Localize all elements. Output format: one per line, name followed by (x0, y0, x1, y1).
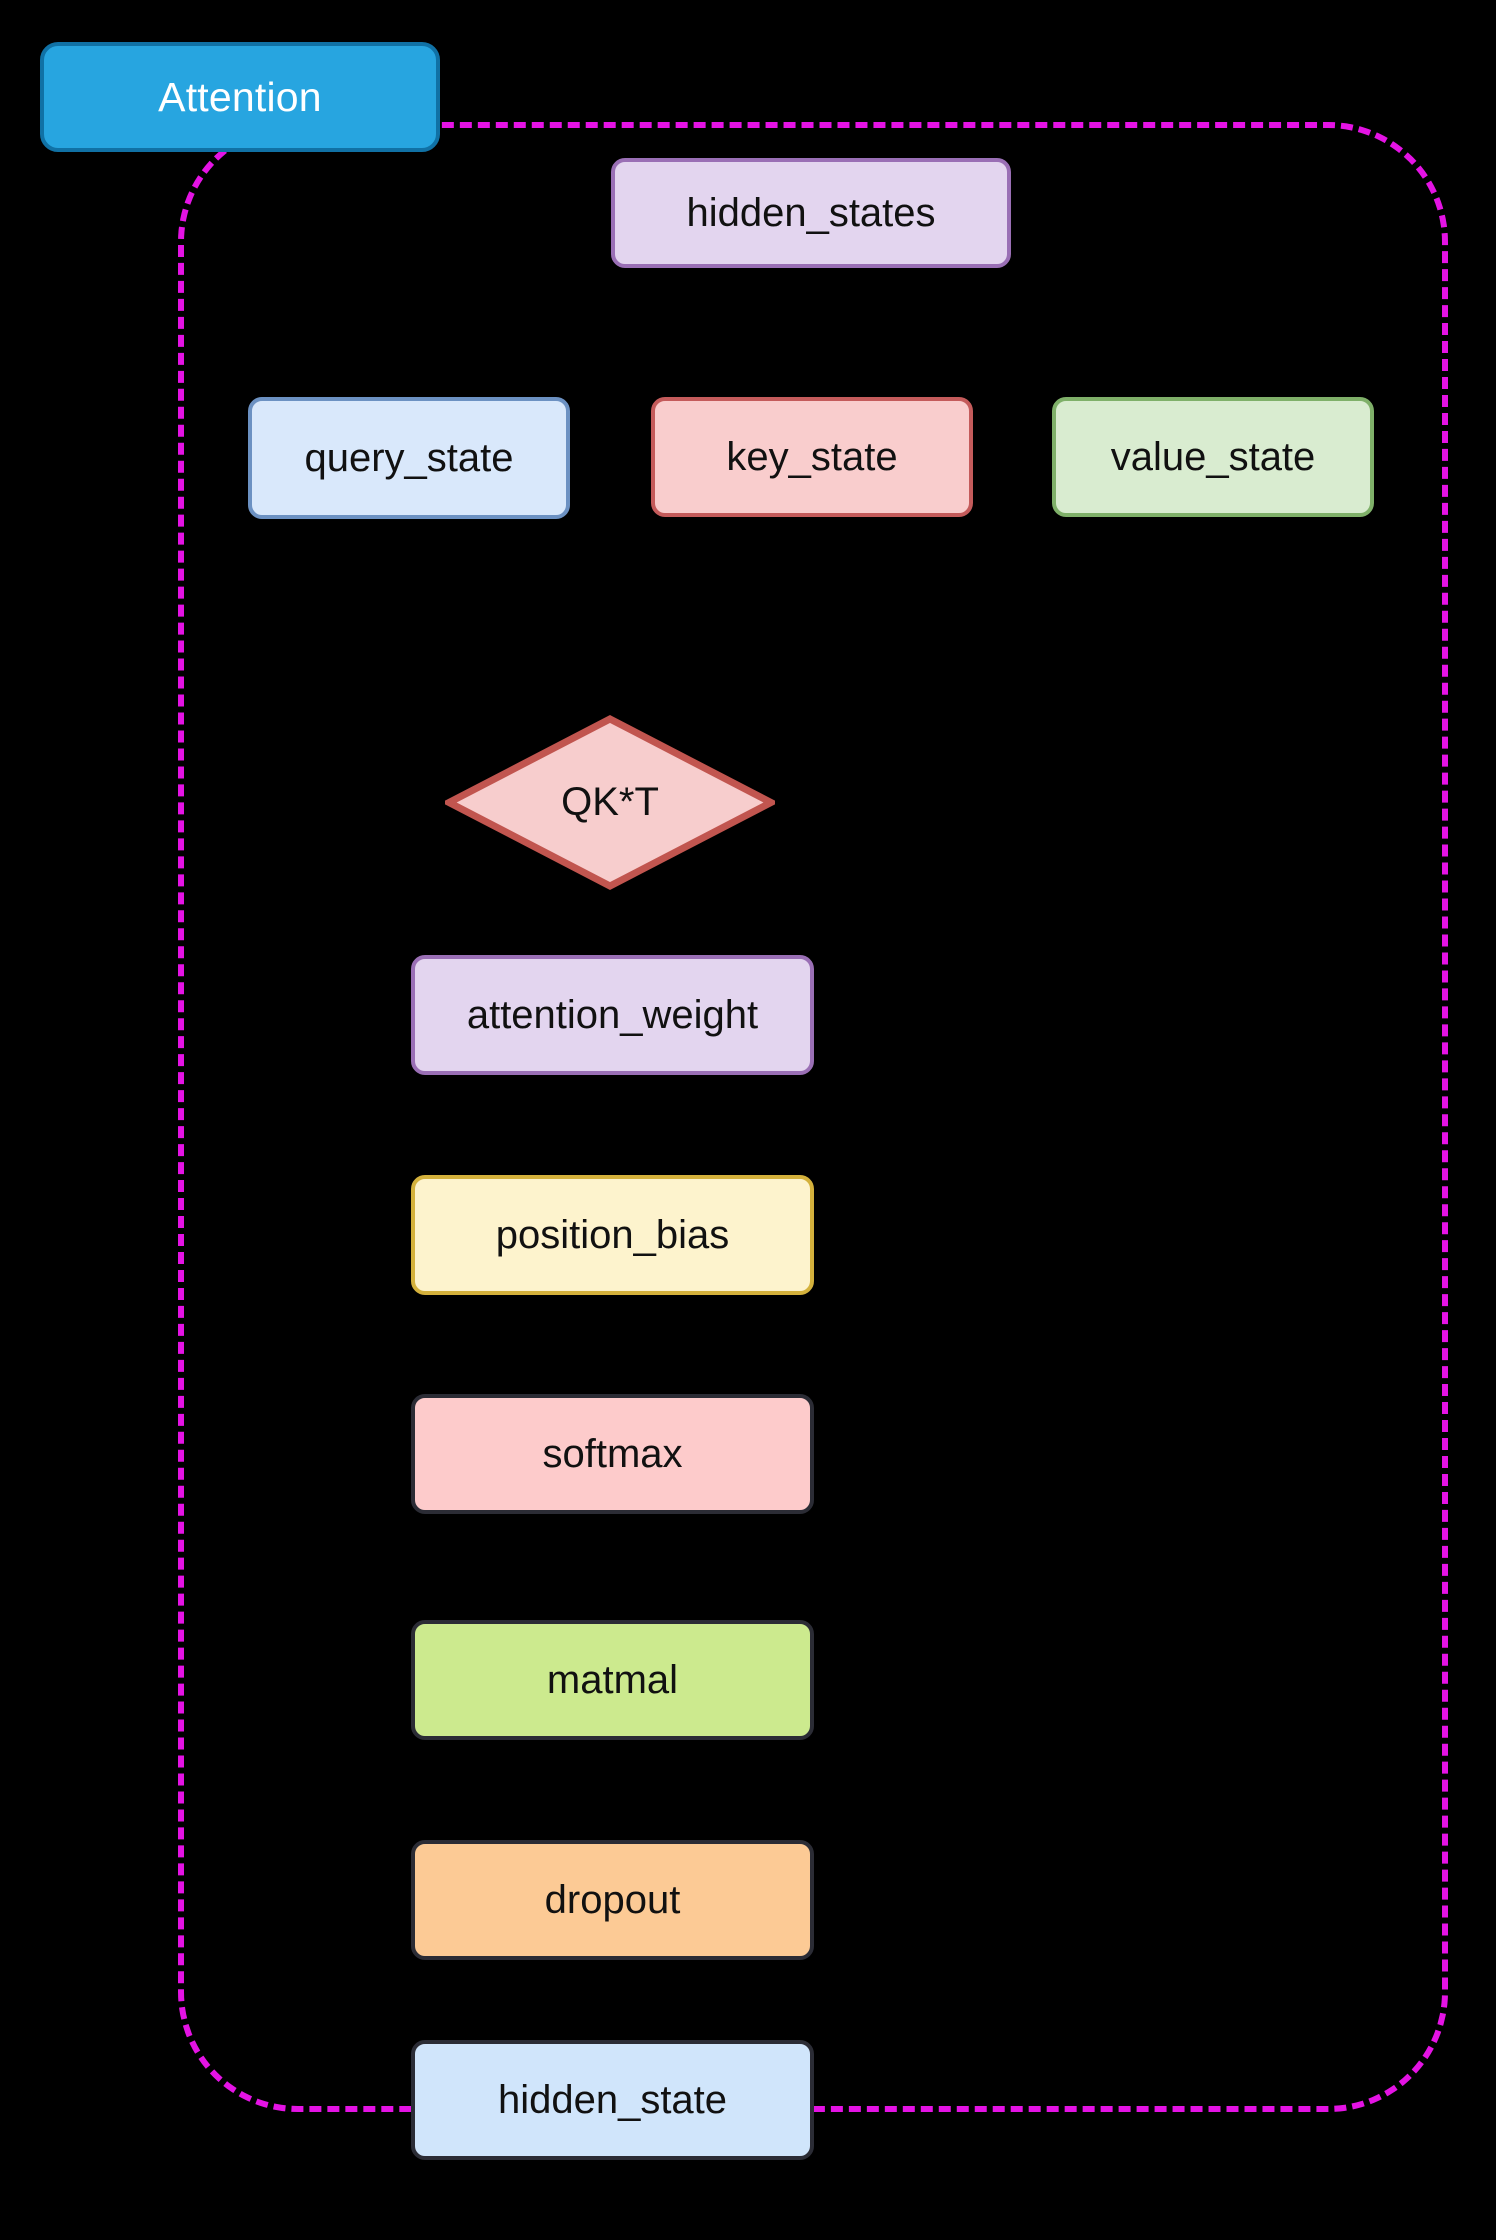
node-dropout-label: dropout (544, 1878, 681, 1922)
subgraph-title-attention[interactable]: Attention (40, 42, 440, 152)
node-dropout[interactable]: dropout (411, 1840, 814, 1960)
node-key-state-label: key_state (726, 435, 898, 479)
node-qkt-label: QK*T (561, 780, 659, 824)
node-query-state-label: query_state (304, 436, 514, 480)
diamond-shape-icon (445, 715, 775, 890)
node-softmax[interactable]: softmax (411, 1394, 814, 1514)
node-query-state[interactable]: query_state (248, 397, 570, 519)
node-matmal-label: matmal (546, 1658, 679, 1702)
node-key-state[interactable]: key_state (651, 397, 973, 517)
node-value-state[interactable]: value_state (1052, 397, 1374, 517)
node-softmax-label: softmax (542, 1432, 683, 1476)
subgraph-title-label: Attention (158, 73, 322, 120)
node-hidden-states[interactable]: hidden_states (611, 158, 1011, 268)
node-hidden-state[interactable]: hidden_state (411, 2040, 814, 2160)
node-position-bias-label: position_bias (495, 1213, 730, 1257)
node-hidden-state-label: hidden_state (497, 2078, 728, 2122)
node-value-state-label: value_state (1110, 435, 1316, 479)
node-matmal[interactable]: matmal (411, 1620, 814, 1740)
node-qkt[interactable]: QK*T (445, 715, 775, 890)
node-attention-weight-label: attention_weight (466, 993, 759, 1037)
node-attention-weight[interactable]: attention_weight (411, 955, 814, 1075)
node-hidden-states-label: hidden_states (686, 191, 936, 235)
node-position-bias[interactable]: position_bias (411, 1175, 814, 1295)
